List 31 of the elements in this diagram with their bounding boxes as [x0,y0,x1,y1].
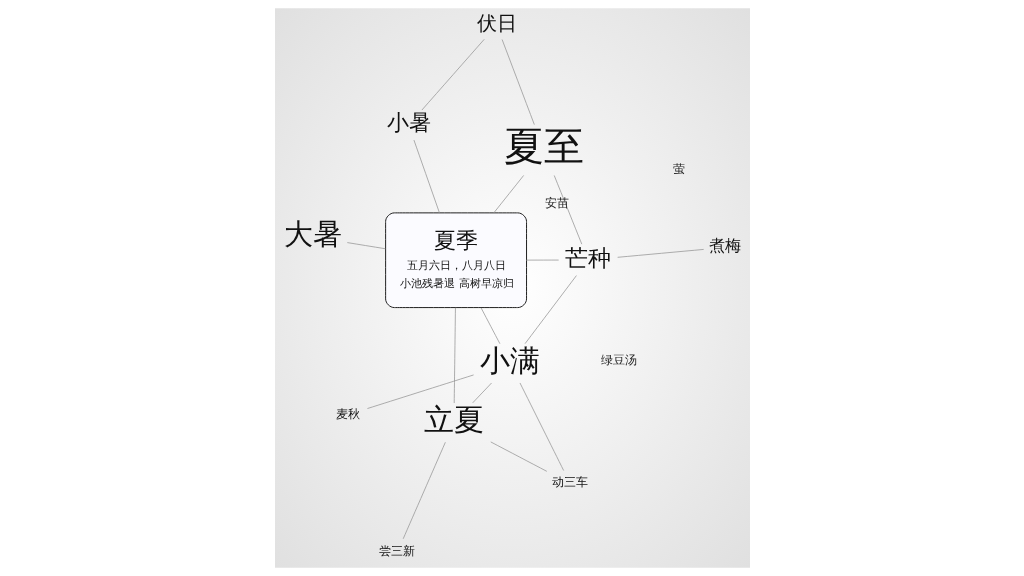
node-text: 小暑 [386,110,431,136]
connector [471,382,492,404]
node-box: 夏季 五月六日，八月八日 小池残暑退 高树早凉归 [384,212,527,309]
connector [402,441,446,540]
node-text: 大暑 [283,217,342,252]
node-text: 麦秋 [335,406,360,421]
connector [489,441,547,472]
node-text: 芒种 [564,244,611,271]
node-text: 小满 [479,343,540,378]
label: 绿豆汤 [600,352,637,367]
connector [421,38,485,111]
connector [453,307,456,404]
node-text: 动三车 [551,475,588,490]
connector [366,374,474,409]
edge-label: 安苗 [544,196,569,211]
connector [501,39,535,125]
connector [524,275,577,345]
connector [519,382,564,471]
connector [346,242,386,250]
connector [492,175,524,214]
node-text: 煮梅 [708,236,741,256]
node-text: 立夏 [423,402,484,438]
connector [553,175,582,245]
connector [480,307,500,345]
node-text: 尝三新 [378,543,415,558]
connector [413,139,440,214]
label: 萤 [672,162,685,177]
connector [616,249,704,258]
node-text: 夏至 [503,121,584,170]
connector [525,259,559,261]
node-text: 伏日 [476,11,517,36]
